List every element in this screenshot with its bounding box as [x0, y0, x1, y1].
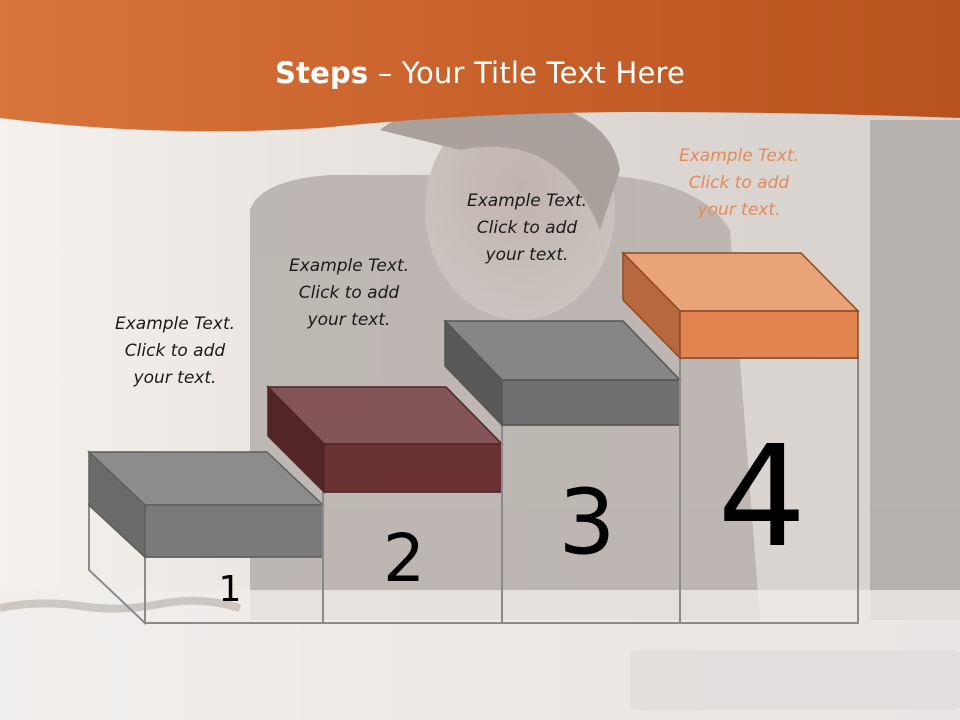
step-3-number: 3 — [558, 470, 616, 575]
caption-line: Example Text. — [466, 191, 588, 211]
step-1-number: 1 — [218, 569, 242, 610]
title-banner — [0, 0, 960, 132]
step-2 — [266, 385, 504, 624]
slide-title[interactable]: Steps – Your Title Text Here — [0, 56, 960, 90]
caption-line: Example Text. — [114, 314, 236, 334]
caption-line: your text. — [133, 368, 217, 388]
caption-line: Click to add — [476, 218, 578, 238]
title-bold: Steps — [274, 56, 369, 90]
step-4-block-front — [679, 310, 859, 359]
step-3-caption[interactable]: Example Text. Click to add your text. — [442, 188, 612, 269]
step-2-number: 2 — [383, 520, 425, 597]
caption-line: your text. — [697, 200, 781, 220]
step-1-caption[interactable]: Example Text. Click to add your text. — [90, 311, 260, 392]
step-3-block-front — [501, 379, 681, 426]
caption-line: Click to add — [298, 283, 400, 303]
step-4-caption[interactable]: Example Text. Click to add your text. — [654, 143, 824, 224]
step-4 — [621, 251, 860, 624]
step-3 — [443, 319, 682, 624]
step-1 — [87, 450, 325, 626]
step-2-block-front — [323, 443, 503, 493]
caption-line: your text. — [485, 245, 569, 265]
step-4-number: 4 — [717, 416, 807, 579]
step-2-caption[interactable]: Example Text. Click to add your text. — [264, 253, 434, 334]
caption-line: Click to add — [688, 173, 790, 193]
caption-line: Example Text. — [678, 146, 800, 166]
caption-line: your text. — [307, 310, 391, 330]
title-rest: – Your Title Text Here — [368, 56, 686, 90]
caption-line: Example Text. — [288, 256, 410, 276]
caption-line: Click to add — [124, 341, 226, 361]
step-1-block-front — [144, 504, 324, 558]
